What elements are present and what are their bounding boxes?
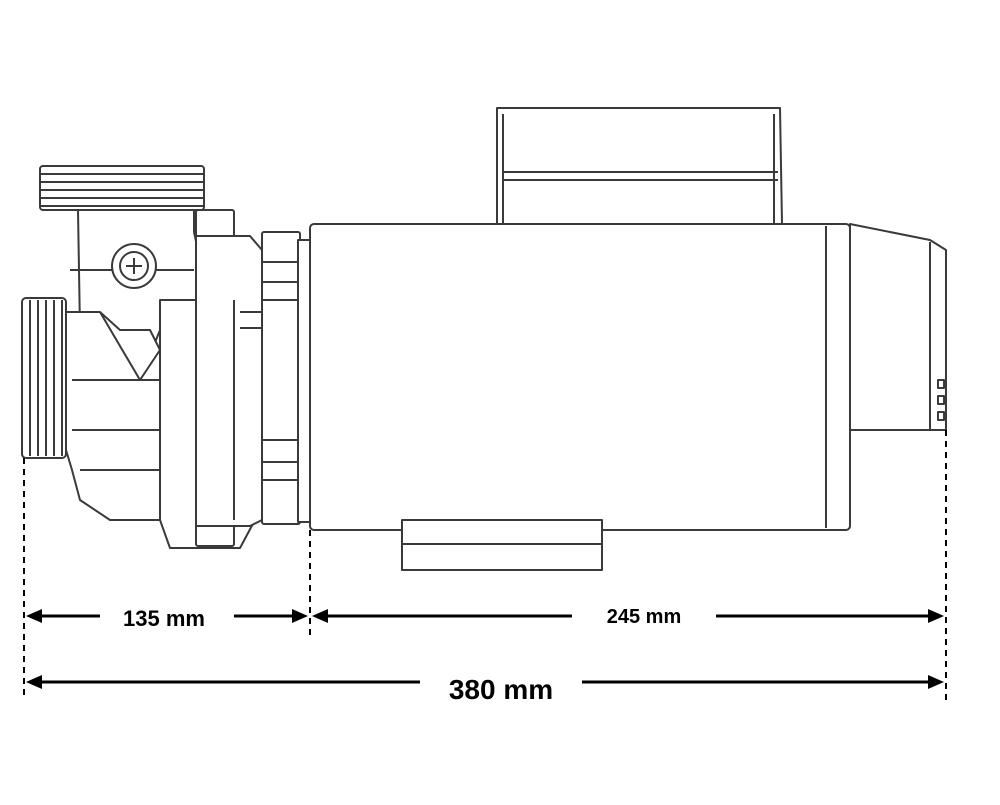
motor	[309, 107, 947, 571]
drain-plug	[70, 243, 194, 289]
pump-volute	[65, 311, 161, 521]
dimension-lines	[23, 430, 947, 700]
dim-245	[312, 609, 944, 623]
motor-adapter	[240, 231, 311, 525]
inlet-thread	[21, 297, 67, 459]
dim-135	[26, 609, 308, 623]
motor-housing	[309, 223, 851, 531]
motor-foot	[401, 519, 603, 571]
dim-label-245: 245 mm	[607, 606, 682, 628]
outlet-thread	[39, 165, 205, 211]
dim-380	[26, 675, 944, 689]
pump-wet-end	[21, 165, 311, 549]
motor-end-cap	[849, 223, 947, 431]
dim-label-135: 135 mm	[123, 606, 205, 631]
dim-label-380: 380 mm	[449, 674, 553, 705]
capacitor-box	[487, 107, 797, 237]
